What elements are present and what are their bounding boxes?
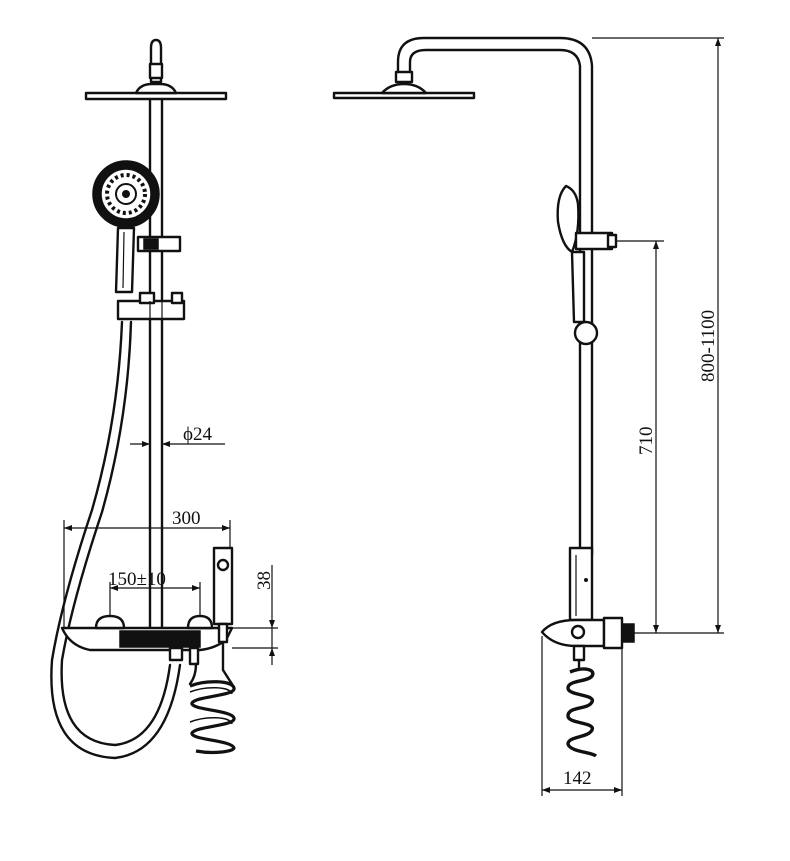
front-coiled-hose [188,640,236,755]
side-hand-shower [556,184,599,346]
side-view: 710 800-1100 142 [332,36,724,796]
front-shower-holder [136,235,182,253]
dim-valve-centers: 150±10 [108,569,201,616]
side-riser-and-arm [394,36,594,557]
dim-side-depth-label: 142 [563,768,592,789]
dim-total-height-label: 800-1100 [698,310,719,382]
dim-total-height: 800-1100 [592,37,724,634]
front-rain-shower-head [84,38,228,101]
front-mixer-shelf [60,614,234,666]
side-valve-body [540,616,635,662]
side-bidet-spray [568,546,594,622]
front-hand-shower [92,160,160,294]
dim-rod-diameter: ϕ24 [130,424,225,447]
dim-bracket-width: 300 [63,508,231,628]
dim-rod-diameter-label: ϕ24 [183,424,213,445]
dim-bracket-width-label: 300 [172,508,201,529]
side-rain-shower-head [332,82,476,100]
dim-spout-height-label: 38 [254,571,275,590]
dim-side-depth: 142 [541,636,623,796]
side-coiled-hose [566,658,598,758]
front-shower-hose [50,320,182,760]
dim-bracket-height-label: 710 [636,427,657,456]
side-shower-holder [574,231,618,251]
dim-bracket-height: 710 [616,240,664,634]
dim-valve-centers-label: 150±10 [108,569,166,590]
front-view: ϕ24 300 150±10 38 [50,38,278,760]
dim-spout-height: 38 [232,565,278,665]
front-slide-bracket [116,291,186,321]
